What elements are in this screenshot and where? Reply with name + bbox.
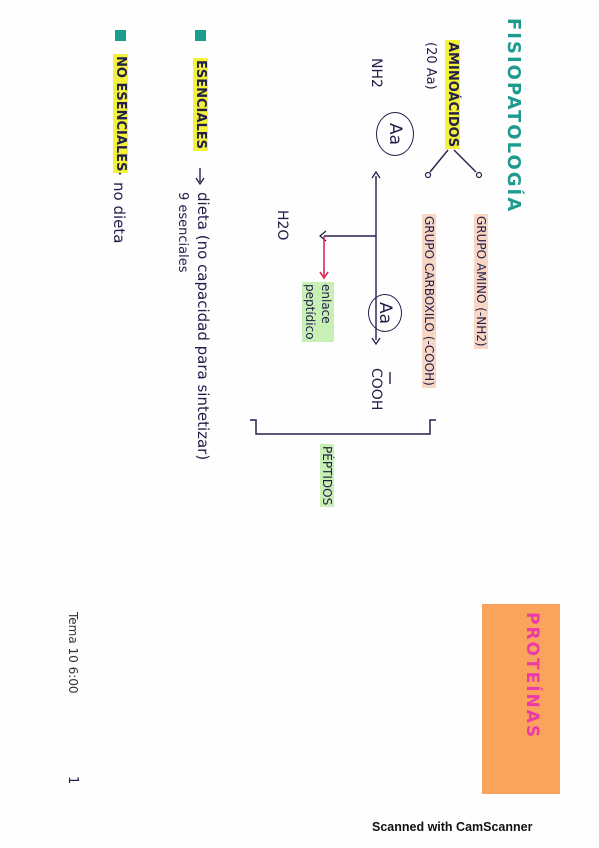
non-essentials-label: NO ESENCIALES — [113, 54, 128, 174]
nh2-label: NH2 — [368, 58, 384, 88]
peptide-bond-line-1: enlace — [319, 284, 333, 324]
amino-acid-circle-2-label: Aa — [375, 301, 395, 325]
diagram-lines — [115, 149, 483, 435]
peptide-bond-line-2: peptídico — [303, 284, 317, 340]
topic-title: PROTEÍNAS — [522, 612, 542, 740]
amino-acid-circle-1: Aa — [376, 112, 414, 156]
footer-note: Tema 10 6:00 — [66, 612, 80, 694]
amino-acids-label: AMINOÁCIDOS — [445, 40, 460, 150]
non-essentials-text: no dieta — [110, 182, 128, 244]
page-title: FISIOPATOLOGÍA — [503, 18, 524, 214]
essentials-count: 9 esenciales — [175, 192, 190, 273]
scanner-footer: Scanned with CamScanner — [372, 820, 533, 834]
water-label: H2O — [274, 210, 290, 241]
topic-box — [482, 604, 560, 794]
peptide-bond-label: enlace peptídico — [302, 282, 334, 342]
essentials-text: dieta (no capacidad para sintetizar) — [194, 192, 212, 461]
amino-group-label: GRUPO AMINO (-NH2) — [474, 214, 488, 349]
cooh-label: COOH — [368, 368, 384, 411]
essentials-label: ESENCIALES — [193, 58, 208, 151]
teal-bullet — [195, 30, 206, 41]
carboxyl-group-label: GRUPO CARBOXILO (-COOH) — [422, 214, 436, 388]
page-number: 1 — [65, 776, 80, 785]
rotated-notes: FISIOPATOLOGÍA AMINOÁCIDOS (20 Aa) GRUPO… — [65, 18, 560, 794]
peptides-label: PÉPTIDOS — [320, 444, 334, 508]
amino-acid-circle-2: Aa — [368, 294, 402, 332]
teal-bullet — [115, 30, 126, 41]
amino-acids-count: (20 Aa) — [423, 42, 438, 90]
amino-acid-circle-1-label: Aa — [385, 122, 405, 146]
